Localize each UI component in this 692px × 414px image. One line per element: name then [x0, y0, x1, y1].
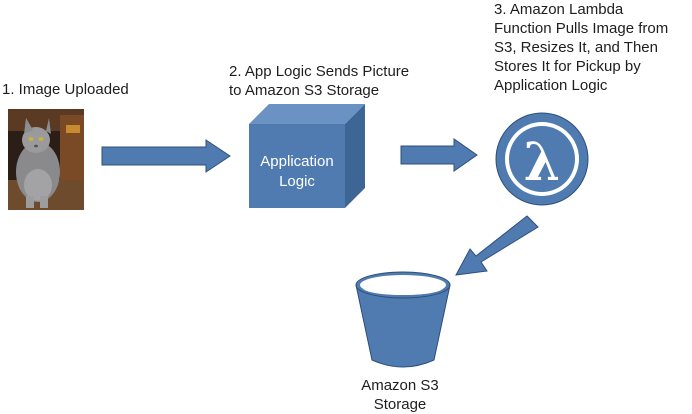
- arrow-lambda-to-s3: [455, 215, 539, 276]
- lambda-symbol: λ: [524, 132, 560, 193]
- step-3-line: 3. Amazon Lambda: [494, 1, 624, 18]
- storage-line: Amazon S3: [361, 377, 439, 394]
- s3-bucket-icon: [355, 271, 451, 368]
- arrow-app-to-lambda: [400, 138, 478, 172]
- arrow-upload-to-app: [101, 139, 231, 173]
- step-2-line: 2. App Logic Sends Picture: [229, 63, 410, 80]
- step-3-line: S3, Resizes It, and Then: [494, 39, 658, 56]
- step-1-label: 1. Image Uploaded: [2, 81, 129, 98]
- step-2-line: to Amazon S3 Storage: [229, 82, 380, 99]
- step-3-line: Stores It for Pickup by: [494, 58, 641, 75]
- step-3-line: Function Pulls Image from: [494, 20, 669, 37]
- app-box-line-1: Application: [260, 153, 333, 170]
- app-box-line-2: Logic: [279, 173, 315, 190]
- lambda-function-icon: λ: [495, 112, 589, 206]
- uploaded-cat-photo: [8, 109, 84, 210]
- storage-line: Storage: [373, 396, 427, 413]
- s3-storage-label: Amazon S3 Storage: [340, 376, 460, 414]
- step-3-label: 3. Amazon Lambda Function Pulls Image fr…: [494, 0, 692, 95]
- application-logic-box: Application Logic: [249, 104, 365, 208]
- step-3-line: Application Logic: [494, 77, 608, 94]
- step-2-label: 2. App Logic Sends Picture to Amazon S3 …: [229, 62, 449, 100]
